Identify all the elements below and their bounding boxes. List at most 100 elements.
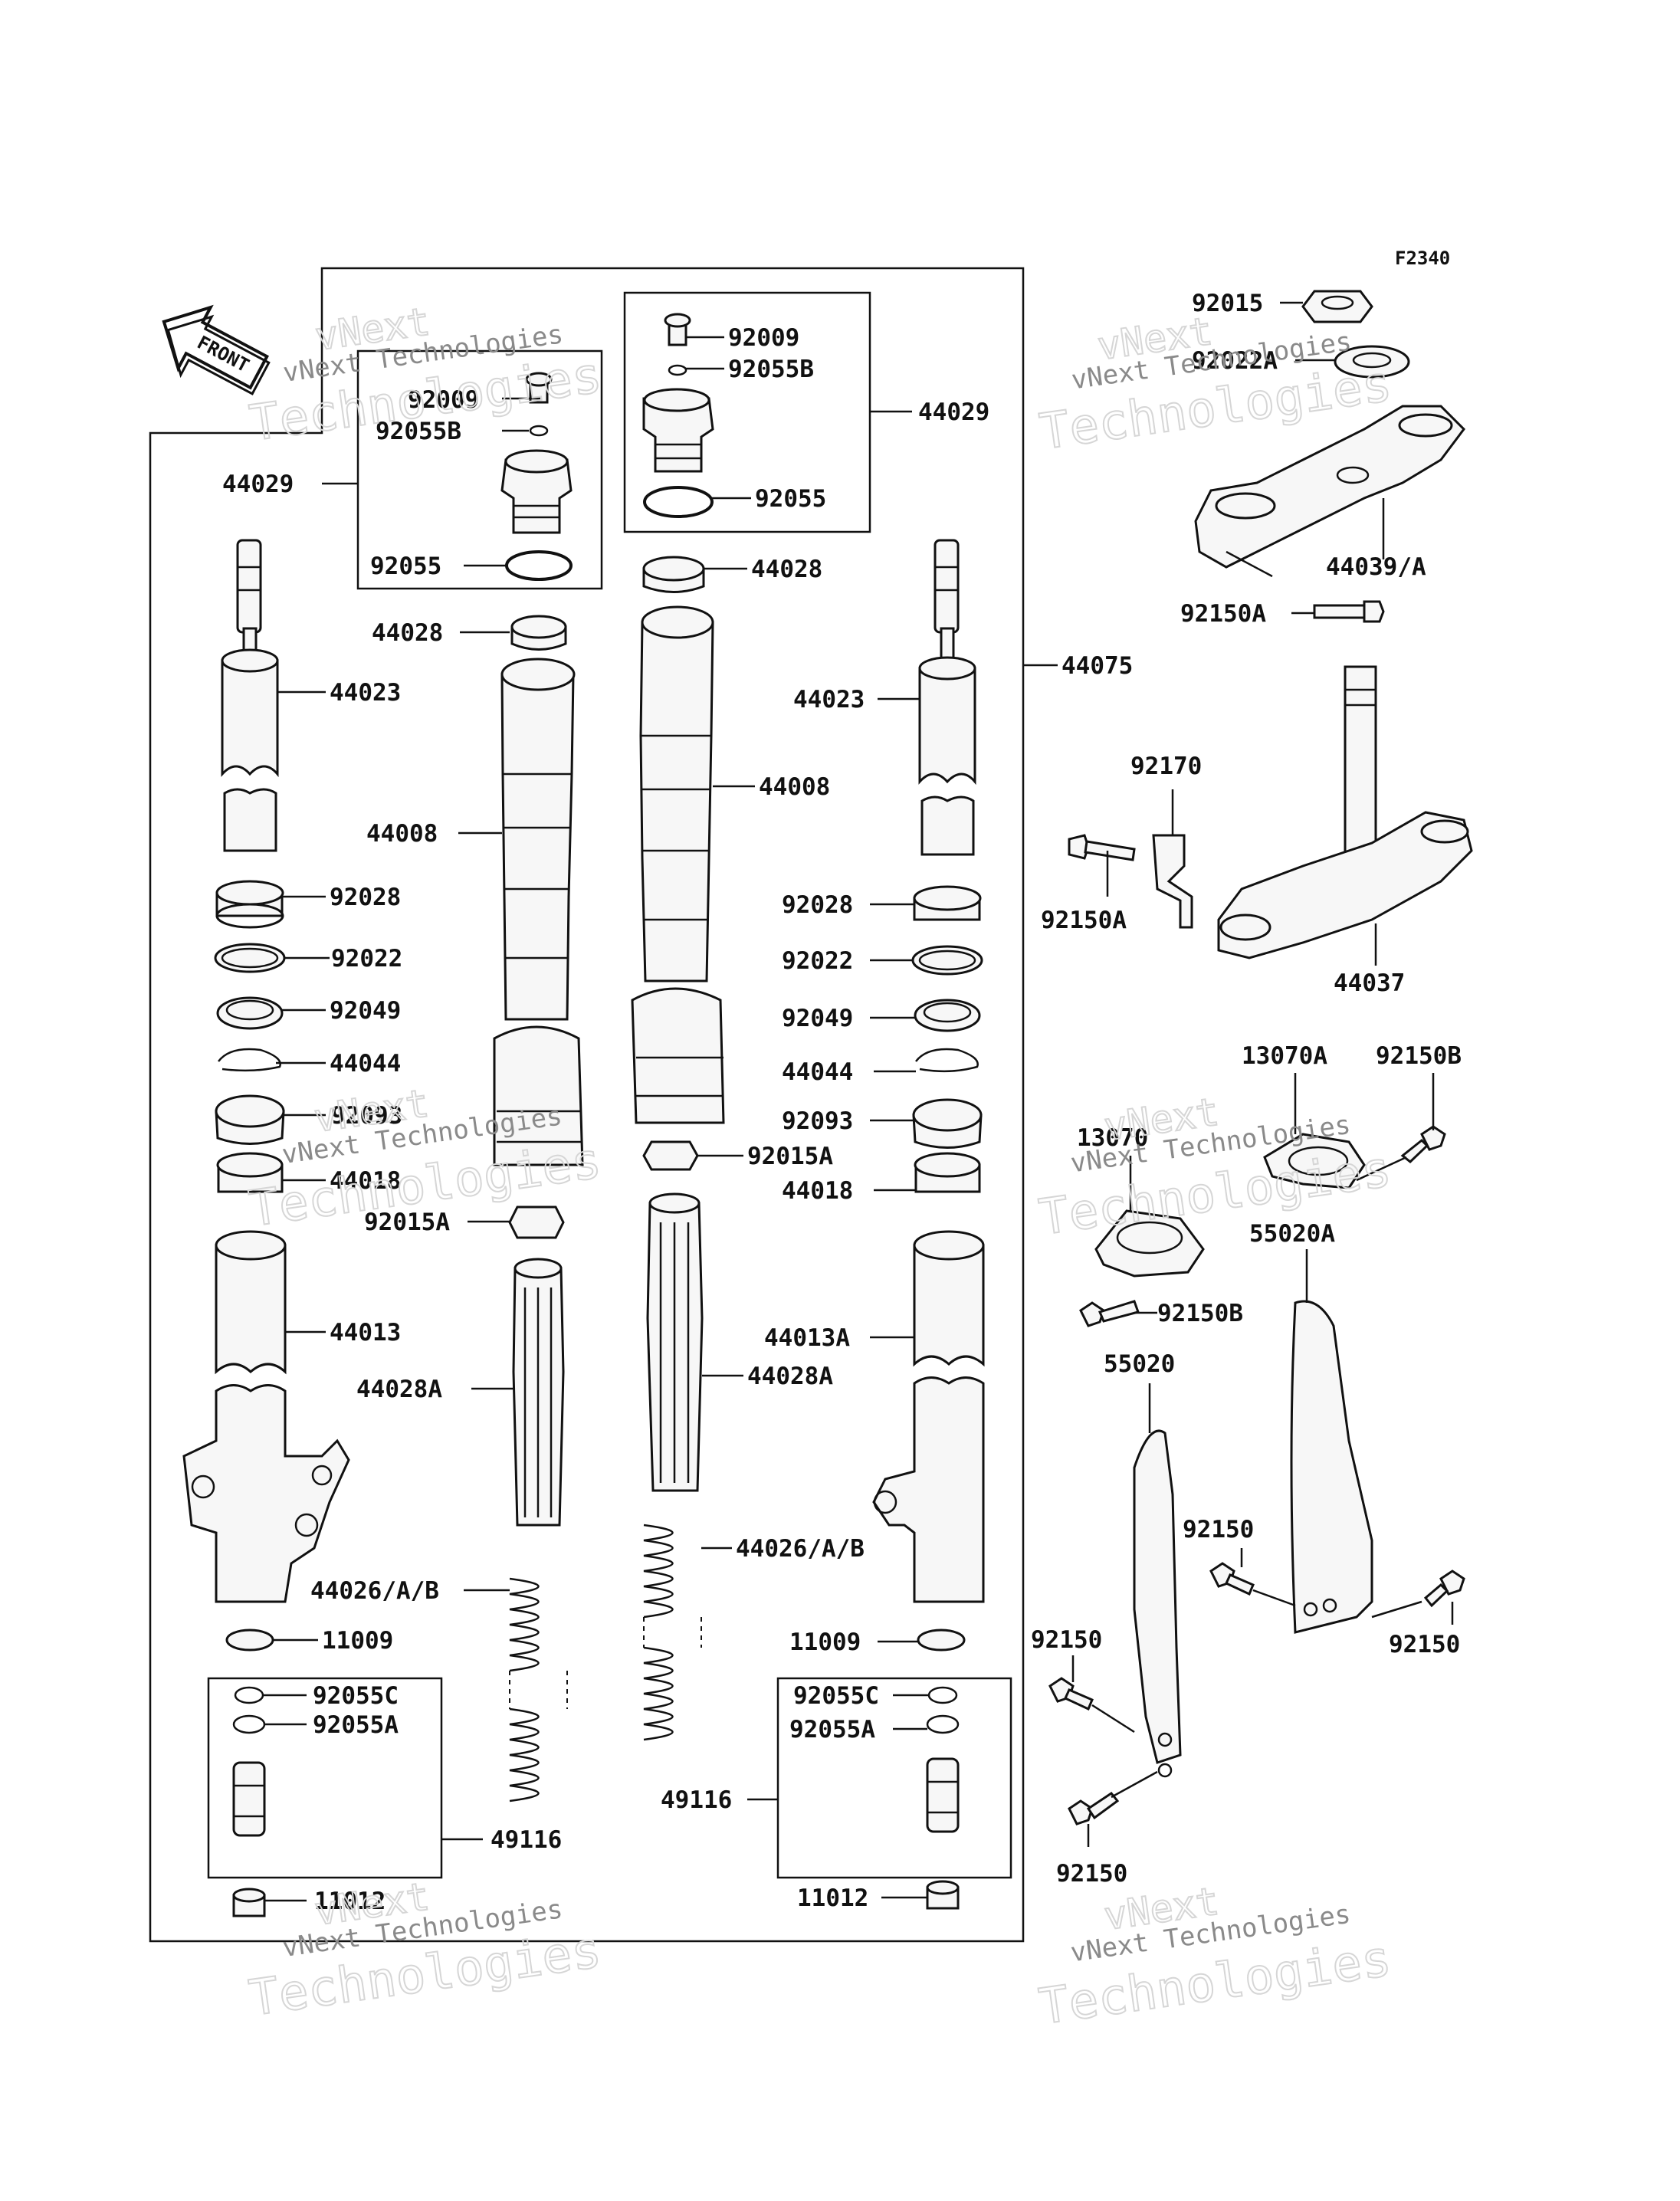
label-r-11012: 11012	[797, 1884, 868, 1912]
left-inner-tube-44013	[215, 1230, 287, 1375]
label-l-92028: 92028	[330, 884, 401, 911]
left-circlip-44044	[218, 1048, 281, 1072]
label-r-92028: 92028	[782, 891, 853, 919]
label-l-92049: 92049	[330, 997, 401, 1025]
right-washer-92022-inner	[918, 950, 976, 971]
label-s-13070: 13070	[1077, 1124, 1148, 1152]
part-labels: 92009 92055B 44029 92055 44028 44023 440…	[222, 290, 1462, 1915]
left-oring-92055C	[234, 1686, 264, 1704]
label-l-44028A: 44028A	[356, 1376, 442, 1403]
label-r-92015A: 92015A	[747, 1143, 833, 1170]
right-oring-92055A	[926, 1714, 960, 1734]
label-l-92055C: 92055C	[313, 1682, 399, 1710]
label-s-92150-c: 92150	[1031, 1626, 1102, 1654]
left-outer-tube-44008	[493, 658, 584, 1166]
label-s-92150A-top: 92150A	[1180, 600, 1266, 628]
right-valve-box	[776, 1677, 1012, 1879]
right-bushing-92028	[913, 885, 982, 921]
label-s-92150-d: 92150	[1056, 1860, 1127, 1888]
label-r-11009: 11009	[789, 1629, 861, 1656]
label-s-55020A: 55020A	[1249, 1220, 1335, 1248]
right-valve-49116	[926, 1757, 960, 1833]
right-oring-92055B	[668, 364, 687, 376]
label-l-44008: 44008	[366, 820, 438, 848]
watermark-mid-right: vNext vNext Technologies Technologies	[1035, 1089, 1395, 1248]
label-l-44028: 44028	[372, 619, 443, 647]
left-axle-holder	[182, 1384, 350, 1603]
left-oil-seal-92049	[216, 996, 284, 1030]
left-oring-92055A	[232, 1714, 266, 1734]
bolt-92150-c	[1048, 1677, 1094, 1711]
bolt-92150-a	[1209, 1562, 1255, 1596]
label-r-44028: 44028	[751, 556, 822, 583]
label-l-44013: 44013	[330, 1319, 401, 1347]
label-r-92055A: 92055A	[789, 1716, 875, 1743]
fork-guard-55020	[1133, 1429, 1182, 1778]
clamp-13070A	[1263, 1133, 1366, 1189]
bolt-92150A-mid	[1068, 834, 1136, 861]
left-oring-92055	[505, 550, 573, 581]
label-l-44029: 44029	[222, 471, 294, 498]
label-s-92150-a: 92150	[1183, 1516, 1254, 1543]
left-cap-bolt-92009	[525, 372, 553, 404]
label-s-92150B-bottom: 92150B	[1157, 1300, 1243, 1327]
right-pipe-44028A	[646, 1192, 704, 1492]
assembly-outline-44075	[149, 267, 1025, 1943]
label-l-49116: 49116	[491, 1826, 562, 1854]
label-r-44018: 44018	[782, 1177, 853, 1205]
left-cap-box	[356, 349, 603, 590]
label-l-44018: 44018	[330, 1167, 401, 1195]
label-s-92150A-mid: 92150A	[1041, 907, 1127, 934]
label-l-44026AB: 44026/A/B	[310, 1577, 439, 1605]
washer-92022A	[1334, 345, 1410, 379]
right-oil-seal-92049	[914, 999, 981, 1032]
label-r-44075: 44075	[1061, 652, 1133, 680]
right-inner-tube-44013A	[913, 1230, 985, 1367]
bolt-92150B-bottom	[1079, 1300, 1140, 1327]
label-r-92055: 92055	[755, 485, 826, 513]
label-l-92009: 92009	[408, 386, 479, 414]
right-oring-92055	[643, 486, 714, 518]
left-valve-49116	[232, 1761, 266, 1837]
label-r-44008: 44008	[759, 773, 830, 801]
bolt-92150-b	[1423, 1570, 1465, 1608]
bracket-92170	[1152, 834, 1193, 929]
right-damper-rod-44023	[918, 539, 976, 856]
figure-code: F2340	[1395, 248, 1450, 269]
left-bushing-44018	[216, 1152, 284, 1193]
label-l-92022: 92022	[331, 945, 402, 973]
label-r-44026AB: 44026/A/B	[736, 1535, 865, 1563]
left-pipe-44028A	[512, 1258, 565, 1527]
label-r-49116: 49116	[661, 1786, 732, 1814]
label-r-92055B: 92055B	[728, 356, 814, 383]
label-s-92015: 92015	[1192, 290, 1263, 317]
label-l-11012: 11012	[314, 1888, 386, 1915]
label-r-92055C: 92055C	[793, 1682, 879, 1710]
right-fork-cap-44029	[642, 388, 714, 473]
right-axle-holder	[872, 1376, 985, 1603]
label-s-92150B-top: 92150B	[1376, 1042, 1462, 1070]
bolt-92150A-upper	[1313, 600, 1385, 623]
left-damper-rod-44023	[221, 539, 279, 852]
label-r-92093: 92093	[782, 1107, 853, 1135]
steering-stem-44037	[1217, 665, 1473, 959]
right-gasket-11009	[917, 1629, 966, 1652]
label-s-44039A: 44039/A	[1326, 553, 1426, 581]
label-s-92170: 92170	[1130, 753, 1202, 780]
label-r-44028A: 44028A	[747, 1363, 833, 1390]
label-l-44023: 44023	[330, 679, 401, 707]
left-valve-box	[207, 1677, 443, 1879]
stem-nut-92015	[1301, 290, 1373, 323]
right-bushing-44018	[914, 1152, 981, 1193]
left-cap-bolt-11012	[232, 1888, 266, 1917]
right-dust-seal-92093	[912, 1098, 983, 1149]
label-l-92055B: 92055B	[376, 418, 461, 445]
label-r-44029: 44029	[918, 399, 989, 426]
label-l-44044: 44044	[330, 1050, 401, 1078]
bolt-92150B-top	[1400, 1125, 1446, 1163]
label-r-92049: 92049	[782, 1005, 853, 1032]
left-nut-92015A	[508, 1205, 565, 1239]
right-oring-92055C	[927, 1686, 958, 1704]
right-outer-tube-44008	[631, 605, 725, 1124]
